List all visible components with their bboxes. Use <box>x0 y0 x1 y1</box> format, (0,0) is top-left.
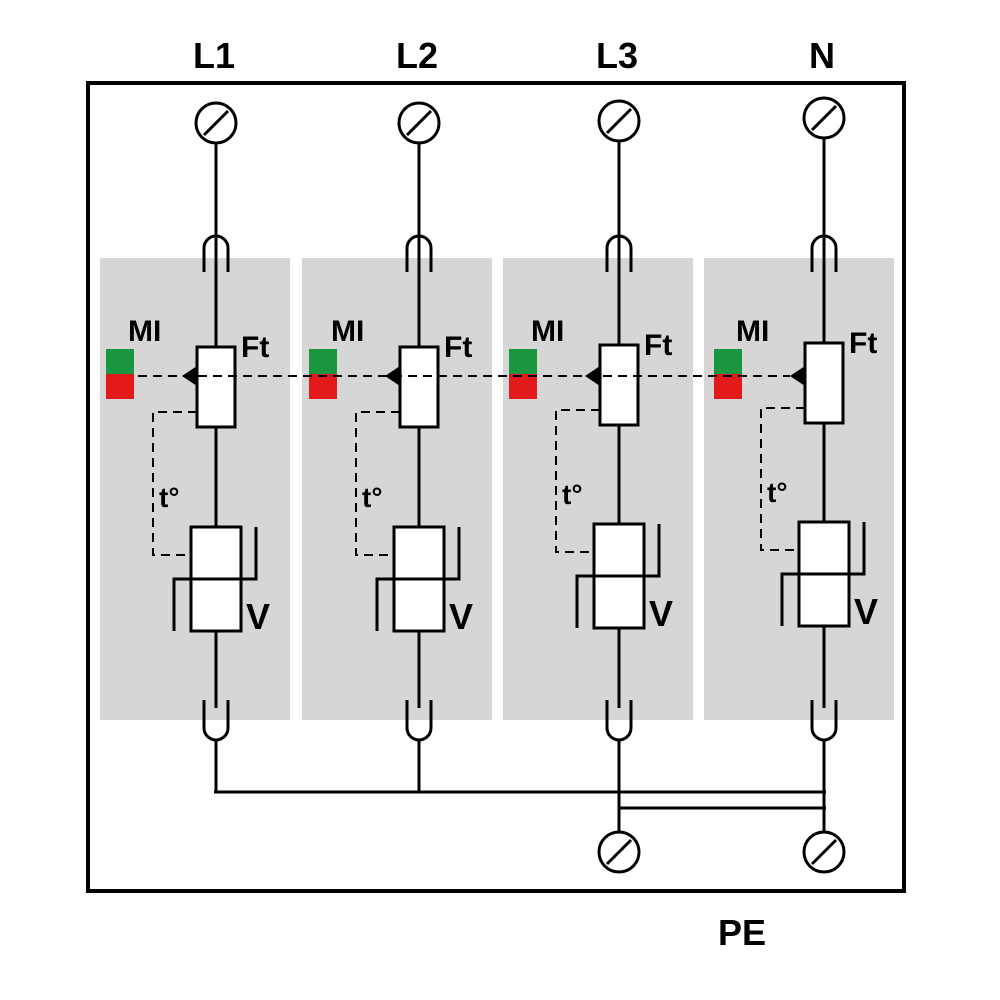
indicator-fault-l1 <box>106 374 134 399</box>
varistor-l2-icon <box>375 525 461 633</box>
pole-n: N Ft MI t° V <box>714 35 878 792</box>
thermal-label-l3: t° <box>562 479 583 510</box>
pe-label: PE <box>718 912 766 953</box>
indicator-label-l3: MI <box>531 315 564 348</box>
trip-pointer-n-icon <box>790 366 805 386</box>
indicator-ok-l2 <box>309 349 337 374</box>
thermal-fuse-n <box>803 341 845 425</box>
indicator-label-n: MI <box>736 315 769 348</box>
thermal-fuse-l2 <box>398 345 440 429</box>
pe-bus <box>214 790 846 874</box>
module-l1 <box>100 258 290 720</box>
varistor-n-icon <box>780 520 866 628</box>
thermal-link-l2 <box>355 411 400 556</box>
thermal-link-n <box>760 407 805 551</box>
fuse-label-l2: Ft <box>444 331 472 364</box>
indicator-ok-l3 <box>509 349 537 374</box>
module-l3 <box>503 258 693 720</box>
indicator-fault-n <box>714 374 742 399</box>
module-l2 <box>302 258 492 720</box>
thermal-label-n: t° <box>767 477 788 508</box>
trip-pointer-l2-icon <box>385 366 400 386</box>
pe-terminal-2-icon <box>802 830 846 874</box>
indicator-ok-l1 <box>106 349 134 374</box>
varistor-label-l1: V <box>246 596 270 637</box>
pole-label-n: N <box>809 35 835 76</box>
varistor-l3-icon <box>575 522 661 630</box>
fuse-label-l1: Ft <box>241 331 269 364</box>
varistor-label-l3: V <box>649 593 673 634</box>
fuse-label-l3: Ft <box>644 329 672 362</box>
varistor-label-n: V <box>854 591 878 632</box>
varistor-l1-icon <box>172 525 258 633</box>
thermal-label-l2: t° <box>362 482 383 513</box>
thermal-fuse-l1 <box>195 345 237 429</box>
pole-label-l1: L1 <box>193 35 235 76</box>
module-n <box>704 258 894 720</box>
indicator-fault-l2 <box>309 374 337 399</box>
thermal-link-l1 <box>152 411 197 556</box>
pole-label-l2: L2 <box>396 35 438 76</box>
indicator-ok-n <box>714 349 742 374</box>
fuse-label-n: Ft <box>849 327 877 360</box>
thermal-label-l1: t° <box>159 482 180 513</box>
modules <box>100 258 894 720</box>
varistor-label-l2: V <box>449 596 473 637</box>
indicator-label-l2: MI <box>331 315 364 348</box>
indicator-label-l1: MI <box>128 315 161 348</box>
thermal-link-l3 <box>555 409 600 553</box>
thermal-fuse-l3 <box>598 343 640 427</box>
indicator-fault-l3 <box>509 374 537 399</box>
pe-terminal-1-icon <box>597 830 641 874</box>
pole-label-l3: L3 <box>596 35 638 76</box>
